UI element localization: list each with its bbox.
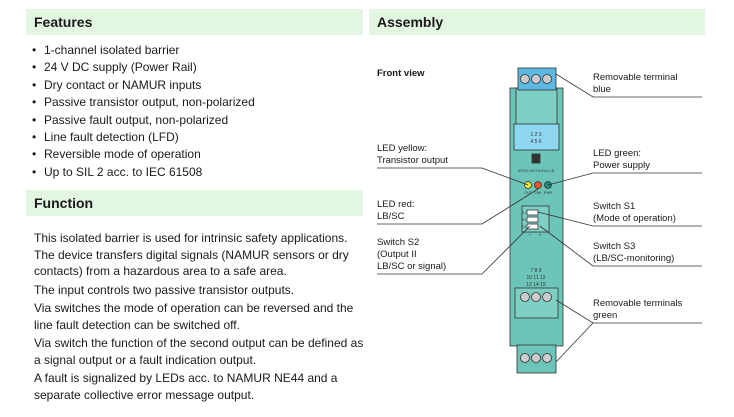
led-label: PWR	[544, 191, 553, 195]
list-item: 24 V DC supply (Power Rail)	[30, 59, 255, 77]
paragraph: A fault is signalized by LEDs acc. to NA…	[34, 371, 338, 402]
switch-position: II	[539, 233, 541, 237]
label-line: Switch S3	[593, 241, 636, 252]
terminal-numbers: 10 11 12	[526, 275, 545, 281]
label-line: LED yellow:	[377, 143, 428, 154]
screw-icon	[542, 292, 552, 302]
label-led-yellow: LED yellow:Transistor output	[377, 143, 448, 167]
front-view-label: Front view	[377, 68, 425, 79]
label-switch-s1: Switch S1(Mode of operation)	[593, 201, 676, 225]
label-line: Power supply	[593, 160, 651, 171]
led-label: CHK	[534, 191, 542, 195]
led-label: OUT	[524, 191, 532, 195]
switch-label: S2	[522, 218, 526, 222]
label-line: LB/SC	[377, 211, 405, 222]
leader-lines	[377, 73, 702, 363]
label-line: LED red:	[377, 199, 415, 210]
list-item: Passive transistor output, non-polarized	[30, 94, 255, 112]
logo-icon	[531, 153, 541, 164]
function-header: Function	[26, 190, 363, 216]
screw-icon	[520, 292, 530, 302]
list-item: Reversible mode of operation	[30, 146, 255, 164]
label-line: Transistor output	[377, 155, 448, 166]
screw-icon	[520, 353, 530, 363]
terminal-numbers: 1 2 3	[530, 132, 541, 138]
label-line: Removable terminal	[593, 72, 678, 83]
label-line: green	[593, 310, 618, 321]
switch-s2	[526, 216, 539, 223]
label-line: Switch S1	[593, 201, 636, 212]
label-line: LB/SC or signal)	[377, 261, 447, 272]
label-line: (LB/SC-monitoring)	[593, 253, 675, 264]
label-line: LED green:	[593, 148, 642, 159]
switch-label: S1	[522, 211, 526, 215]
terminal-numbers: 4 5 6	[530, 139, 541, 145]
paragraph: Via switches the mode of operation can b…	[34, 301, 354, 332]
label-line: Removable terminals	[593, 298, 683, 309]
screw-icon	[531, 74, 541, 84]
switch-s3	[526, 223, 539, 230]
label-line: (Mode of operation)	[593, 213, 676, 224]
label-led-red: LED red:LB/SC	[377, 199, 415, 223]
paragraph: The input controls two passive transisto…	[34, 282, 295, 297]
list-item: Passive fault output, non-polarized	[30, 112, 255, 130]
terminal-numbers: 13 14 15	[526, 282, 546, 288]
label-line: (Output II	[377, 249, 417, 260]
screw-icon	[520, 74, 530, 84]
switch-s1	[526, 209, 539, 216]
led-red-icon	[534, 181, 542, 189]
screw-icon	[531, 292, 541, 302]
model-label: KFD2-SOT3-Ex1.LB	[518, 168, 555, 173]
label-line: blue	[593, 84, 611, 95]
list-item: Up to SIL 2 acc. to IEC 61508	[30, 164, 255, 182]
features-list: 1-channel isolated barrier 24 V DC suppl…	[30, 42, 255, 182]
screw-icon	[542, 353, 552, 363]
features-header: Features	[26, 9, 363, 35]
screw-icon	[542, 74, 552, 84]
screw-icon	[531, 353, 541, 363]
paragraph: This isolated barrier is used for intrin…	[34, 231, 349, 278]
list-item: 1-channel isolated barrier	[30, 42, 255, 60]
list-item: Dry contact or NAMUR inputs	[30, 77, 255, 95]
top-label-area	[513, 123, 560, 151]
terminal-numbers: 7 8 9	[530, 268, 541, 274]
switch-position: I	[530, 233, 531, 237]
label-switch-s3: Switch S3(LB/SC-monitoring)	[593, 241, 674, 265]
list-item: Line fault detection (LFD)	[30, 129, 255, 147]
label-led-green: LED green:Power supply	[593, 148, 650, 172]
switch-label: S3	[522, 225, 526, 229]
assembly-header: Assembly	[369, 9, 705, 35]
label-line: Switch S2	[377, 237, 420, 248]
paragraph: Via switch the function of the second ou…	[34, 336, 364, 367]
function-text: This isolated barrier is used for intrin…	[34, 230, 364, 405]
